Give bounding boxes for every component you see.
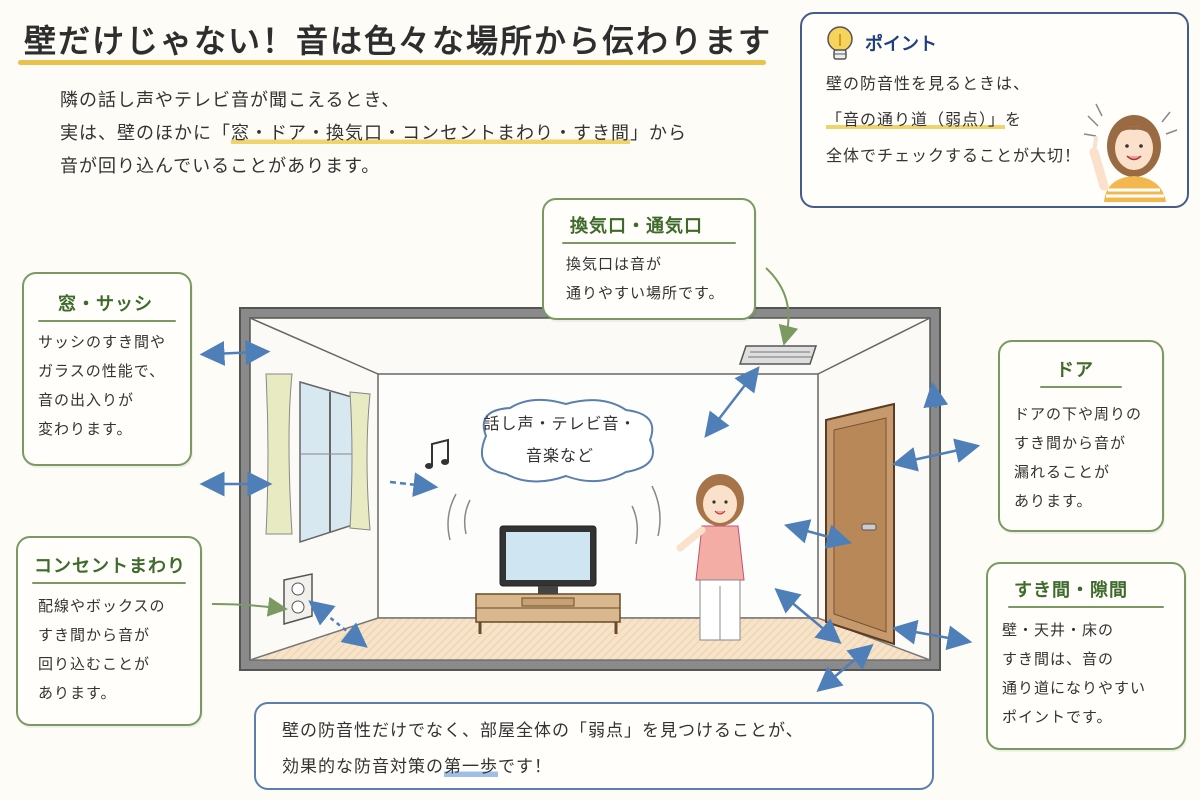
card-vent-title: 換気口・通気口: [570, 216, 703, 237]
card-window-line-1: サッシのすき間や: [38, 333, 167, 351]
tv: [499, 525, 597, 594]
intro-line-2-highlight: 窓・ドア・換気口・コンセントまわり・すき間: [231, 123, 630, 144]
gap-arrow-corner: [816, 643, 874, 693]
window: [265, 373, 371, 544]
card-window-divider: [38, 320, 176, 322]
point-line-2-highlight: 「音の通り道（弱点）」: [826, 110, 1006, 129]
card-window-title: 窓・サッシ: [58, 294, 153, 315]
title-underline: [18, 60, 766, 65]
card-vent: 換気口・通気口 換気口は音が 通りやすい場所です。: [542, 198, 756, 320]
card-door-title: ドア: [1056, 360, 1094, 381]
card-gap-line-1: 壁・天井・床の: [1002, 621, 1115, 639]
card-outlet-line-3: 回り込むことが: [38, 655, 151, 673]
card-gap-title: すき間・隙間: [1014, 580, 1128, 601]
point-line-2-post: を: [1005, 110, 1023, 129]
bottom-line-1: 壁の防音性だけでなく、部屋全体の「弱点」を見つけることが、: [282, 721, 804, 741]
card-outlet-line-2: すき間から音が: [38, 626, 151, 644]
bottom-line-2-post: です！: [498, 757, 552, 777]
card-gap: すき間・隙間 壁・天井・床の すき間は、音の 通り道になりやすい ポイントです。: [986, 562, 1186, 750]
intro-line-3: 音が回り込んでいることがあります。: [60, 156, 381, 177]
speech-cloud: [481, 398, 654, 483]
card-door-body: ドアの下や周りの すき間から音が 漏れることが あります。: [1014, 400, 1142, 516]
point-title: ポイント: [865, 34, 937, 55]
card-vent-body: 換気口は音が 通りやすい場所です。: [566, 250, 725, 308]
bottom-line-2-pre: 効果的な防音対策の: [282, 757, 444, 777]
card-vent-divider: [562, 242, 736, 244]
bottom-summary-box: [254, 702, 934, 790]
intro-line-2-post: 」から: [630, 123, 687, 144]
card-window-line-3: 音の出入りが: [38, 391, 135, 409]
card-vent-line-2: 通りやすい場所です。: [566, 284, 725, 302]
page-title: 壁だけじゃない！音は色々な場所から伝わります: [24, 22, 773, 60]
intro-line-1: 隣の話し声やテレビ音が聞こえるとき、: [60, 90, 401, 111]
card-window-line-2: ガラスの性能で、: [38, 362, 166, 380]
bubble-line-1: 話し声・テレビ音・: [483, 414, 637, 433]
door-arrow-inner: [783, 519, 853, 549]
card-gap-line-4: ポイントです。: [1002, 708, 1113, 726]
card-vent-line-1: 換気口は音が: [566, 255, 663, 273]
lightbulb-icon: [827, 26, 853, 60]
gap-arrow-right: [891, 619, 973, 651]
card-window: 窓・サッシ サッシのすき間や ガラスの性能で、 音の出入りが 変わります。: [22, 272, 192, 466]
card-outlet-divider: [32, 582, 186, 584]
gap-arrow-floor: [774, 587, 842, 645]
card-door-divider: [1040, 386, 1122, 388]
window-arrow-top: [199, 340, 271, 366]
card-gap-line-2: すき間は、音の: [1002, 650, 1115, 668]
person: [676, 474, 745, 641]
sound-wave-lines: [447, 485, 661, 545]
point-line-1: 壁の防音性を見るときは、: [826, 74, 1031, 93]
intro-line-2: 実は、壁のほかに「窓・ドア・換気口・コンセントまわり・すき間」から: [60, 117, 687, 150]
woman-pointing-illustration: [1083, 103, 1178, 202]
music-note-icon: [425, 438, 449, 469]
tv-stand: [475, 593, 621, 634]
intro-text: 隣の話し声やテレビ音が聞こえるとき、 実は、壁のほかに「窓・ドア・換気口・コンセ…: [60, 84, 687, 183]
point-body: 壁の防音性を見るときは、 「音の通り道（弱点）」を 全体でチェックすることが大切…: [826, 66, 1081, 174]
card-outlet: コンセントまわり 配線やボックスの すき間から音が 回り込むことが あります。: [16, 536, 202, 726]
bottom-line-2-highlight: 第一歩: [444, 757, 498, 777]
bottom-line-2: 効果的な防音対策の第一歩です！: [282, 749, 804, 785]
point-line-2: 「音の通り道（弱点）」を: [826, 102, 1081, 138]
bottom-summary-text: 壁の防音性だけでなく、部屋全体の「弱点」を見つけることが、 効果的な防音対策の第…: [282, 713, 804, 785]
card-door-line-3: 漏れることが: [1014, 463, 1111, 481]
card-outlet-body: 配線やボックスの すき間から音が 回り込むことが あります。: [38, 592, 166, 708]
door: [825, 402, 895, 646]
bubble-text: 話し声・テレビ音・ 音楽など: [480, 408, 640, 472]
card-outlet-line-4: あります。: [38, 684, 117, 702]
outlet-pointer-arrow: [211, 596, 288, 617]
bubble-line-2: 音楽など: [525, 446, 594, 465]
card-outlet-title: コンセントまわり: [34, 556, 186, 577]
card-outlet-line-1: 配線やボックスの: [38, 597, 166, 615]
vent-pointer-arrow: [765, 267, 799, 346]
card-window-body: サッシのすき間や ガラスの性能で、 音の出入りが 変わります。: [38, 328, 166, 444]
vent-arrow: [704, 366, 760, 438]
intro-line-2-pre: 実は、壁のほかに「: [60, 123, 231, 144]
card-gap-divider: [1008, 606, 1164, 608]
card-gap-line-3: 通り道になりやすい: [1002, 679, 1147, 697]
card-window-line-4: 変わります。: [38, 420, 133, 438]
outlet-arrow: [308, 600, 368, 648]
door-arrow-right: [891, 438, 981, 472]
card-gap-body: 壁・天井・床の すき間は、音の 通り道になりやすい ポイントです。: [1002, 616, 1146, 732]
vent: [738, 345, 818, 365]
outlet: [283, 573, 313, 625]
point-line-3: 全体でチェックすることが大切！: [826, 146, 1082, 165]
window-arrow-in: [389, 472, 439, 498]
door-arrow-top: [923, 381, 949, 409]
card-door-line-4: あります。: [1014, 492, 1093, 510]
card-door-line-2: すき間から音が: [1014, 434, 1127, 452]
card-door: ドア ドアの下や周りの すき間から音が 漏れることが あります。: [998, 340, 1164, 532]
card-door-line-1: ドアの下や周りの: [1014, 405, 1143, 423]
